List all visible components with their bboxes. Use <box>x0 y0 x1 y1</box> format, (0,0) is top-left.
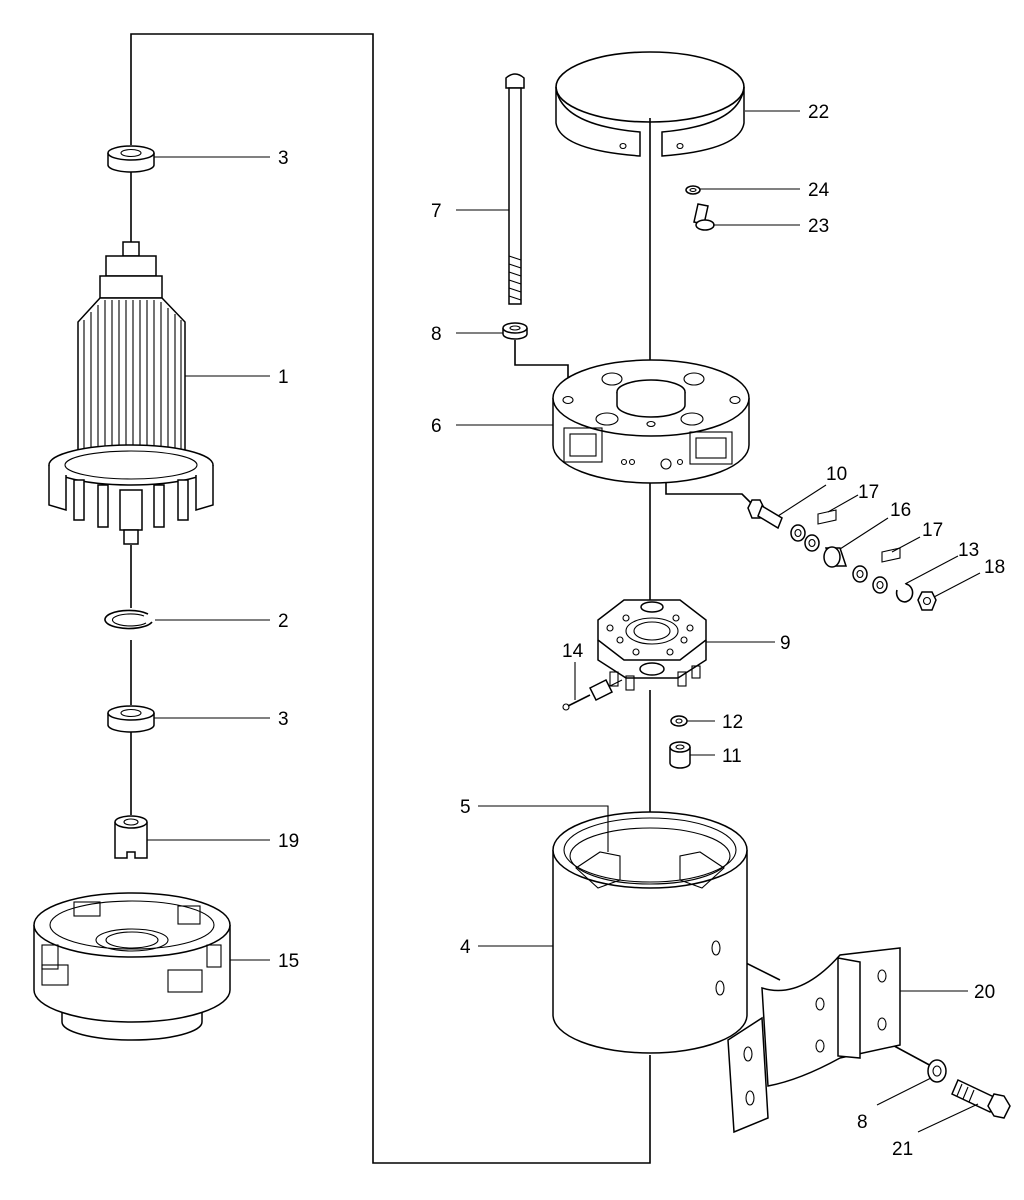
label-part-2: 2 <box>278 611 289 632</box>
terminal-washer-c <box>852 565 868 583</box>
stator-housing <box>552 811 748 1054</box>
lock-washer <box>895 583 914 603</box>
label-part-16: 16 <box>890 500 911 521</box>
clamp-band <box>555 51 745 157</box>
sleeve <box>114 815 148 859</box>
label-part-10: 10 <box>826 464 847 485</box>
clamp-washer <box>685 185 701 195</box>
label-part-5: 5 <box>460 797 471 818</box>
label-part-15: 15 <box>278 951 299 972</box>
brush-lead <box>562 678 623 711</box>
label-part-14: 14 <box>562 641 584 662</box>
label-part-3-upper: 3 <box>278 148 289 169</box>
label-part-24: 24 <box>808 180 830 201</box>
hex-nut <box>917 591 937 611</box>
washer-lower <box>927 1059 947 1083</box>
bearing-upper <box>107 145 155 173</box>
label-part-7: 7 <box>431 201 442 222</box>
label-part-8-lower: 8 <box>857 1112 868 1133</box>
terminal-washer-a <box>790 524 806 542</box>
terminal-spacer <box>823 546 848 568</box>
label-part-1: 1 <box>278 367 289 388</box>
brush-holder-board <box>597 599 707 691</box>
label-part-18: 18 <box>984 557 1005 578</box>
label-part-23: 23 <box>808 216 829 237</box>
through-bolt <box>505 73 525 305</box>
circlip <box>104 609 153 630</box>
armature-winding-slots <box>83 300 182 458</box>
mounting-bracket <box>727 947 901 1134</box>
small-washer <box>670 715 688 727</box>
label-part-11: 11 <box>722 746 742 767</box>
label-part-17-upper: 17 <box>858 482 879 503</box>
label-part-8-upper: 8 <box>431 324 442 345</box>
label-part-19: 19 <box>278 831 299 852</box>
label-part-21: 21 <box>892 1139 913 1160</box>
bearing-lower <box>107 705 155 733</box>
part-labels: 3 1 2 3 19 15 22 24 23 7 8 6 10 17 16 17… <box>278 102 1005 1160</box>
clamp-screw <box>693 203 715 231</box>
small-spacer <box>669 741 691 769</box>
terminal-hardware <box>747 499 937 611</box>
label-part-3-lower: 3 <box>278 709 289 730</box>
label-part-9: 9 <box>780 633 791 654</box>
commutator-end-plate <box>552 359 750 484</box>
leader-lines <box>147 110 981 1133</box>
mounting-bolt <box>951 1078 1011 1119</box>
label-part-22: 22 <box>808 102 829 123</box>
washer-upper <box>502 322 528 340</box>
label-part-20: 20 <box>974 982 995 1003</box>
label-part-4: 4 <box>460 937 471 958</box>
end-bell-housing <box>33 892 231 1041</box>
label-part-13: 13 <box>958 540 979 561</box>
terminal-washer-b <box>804 534 820 552</box>
terminal-washer-d <box>872 576 888 594</box>
label-part-17-lower: 17 <box>922 520 943 541</box>
armature <box>48 241 214 545</box>
label-part-6: 6 <box>431 416 442 437</box>
label-part-12: 12 <box>722 712 743 733</box>
